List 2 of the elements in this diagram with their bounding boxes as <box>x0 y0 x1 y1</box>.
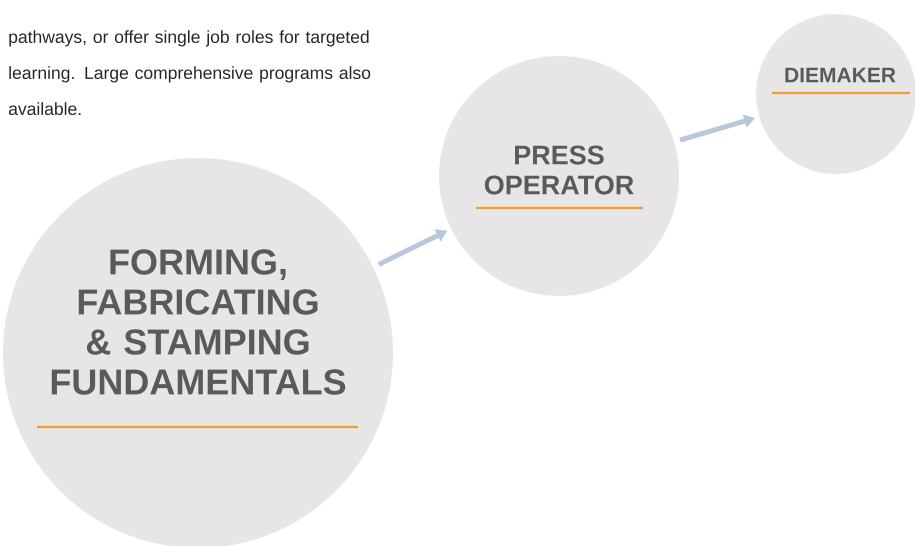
paragraph: pathways, or offer single job roles for targeted learning. Large comprehensive programs also available. <box>8 30 370 116</box>
circle-node: PRESS OPERATOR <box>439 56 679 296</box>
